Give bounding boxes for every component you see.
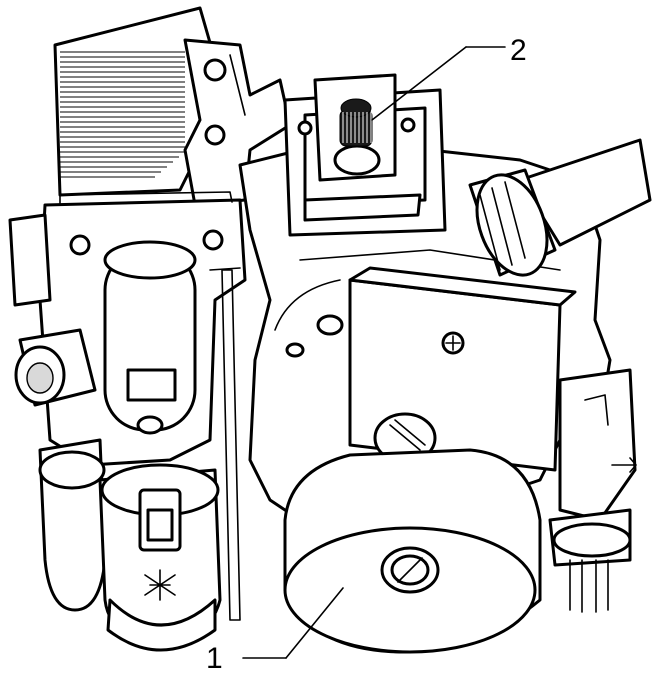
callout-2-label: 2 bbox=[510, 34, 527, 67]
pump-motor bbox=[283, 448, 542, 654]
knurled-knob bbox=[339, 98, 373, 147]
pipe-connector bbox=[468, 138, 652, 277]
lower-cylinders bbox=[38, 438, 222, 652]
star-connector bbox=[144, 569, 176, 601]
electronics-box bbox=[348, 266, 577, 472]
valve-block bbox=[283, 73, 447, 237]
right-outlet bbox=[548, 368, 637, 613]
thin-tube bbox=[209, 267, 241, 621]
left-valve-assembly bbox=[38, 191, 247, 467]
callout-1-label: 1 bbox=[206, 642, 223, 673]
ribbon-cable bbox=[53, 6, 217, 197]
callout-2: 2 bbox=[371, 34, 527, 121]
left-bracket bbox=[183, 38, 292, 207]
callout-1: 1 bbox=[206, 587, 344, 673]
side-nozzle bbox=[8, 213, 97, 407]
